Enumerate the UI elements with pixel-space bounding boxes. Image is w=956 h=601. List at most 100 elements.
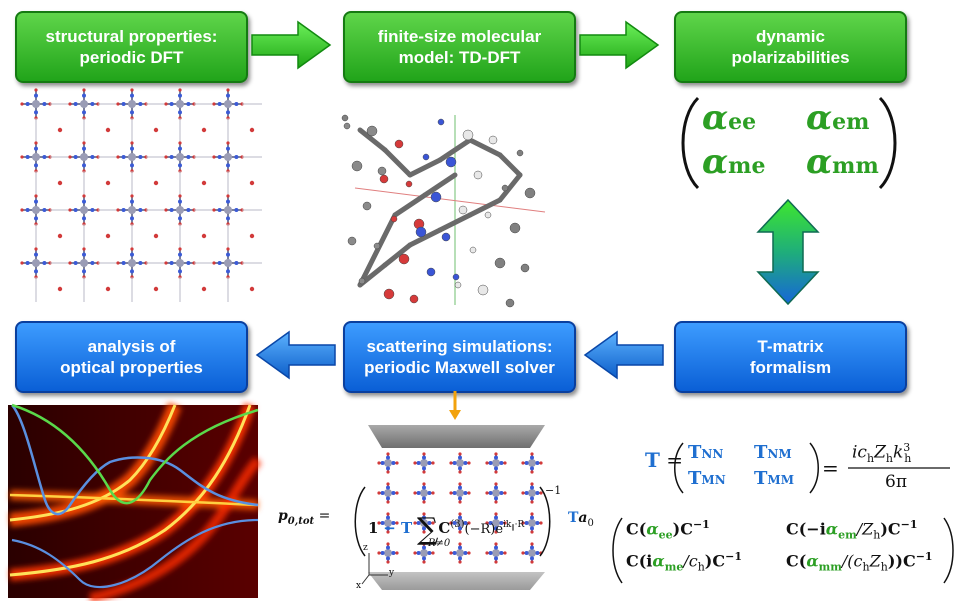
lattice-node <box>485 512 507 534</box>
subscript: NM <box>767 447 792 461</box>
axes-icon <box>361 553 388 585</box>
subscript: h <box>880 560 888 574</box>
superscript: −1 <box>900 518 918 531</box>
arrow-right-icon <box>251 20 332 70</box>
block-r2c2: C(αmm/(chZh))C−1 <box>786 550 933 574</box>
prefactor-numerator: ichZhk3h <box>852 441 912 466</box>
t-matrix-box: T-matrix formalism <box>674 321 907 393</box>
subscript: ee <box>728 109 757 135</box>
box-line: T-matrix <box>757 337 824 356</box>
periodic-slab-image <box>368 425 545 590</box>
equals-sign: = <box>822 456 839 480</box>
alpha: α <box>646 519 659 539</box>
box-line: scattering simulations: <box>366 337 553 356</box>
subscript: me <box>728 153 766 179</box>
alpha: α <box>806 551 819 571</box>
box-line: dynamic <box>756 27 825 46</box>
lattice-node <box>164 88 196 120</box>
box-line: model: TD-DFT <box>398 48 521 67</box>
arrow-left-icon <box>255 330 336 380</box>
text: )C <box>672 519 693 539</box>
matrix-bracket <box>681 96 897 190</box>
subscript: mm <box>818 560 842 574</box>
subscript: ∥ <box>511 523 515 532</box>
lattice-node <box>164 141 196 173</box>
arrow-left-icon <box>583 330 664 380</box>
lattice-node <box>485 482 507 504</box>
subscript: h <box>862 560 870 574</box>
lattice-node <box>20 88 52 120</box>
double-arrow-icon <box>756 198 820 306</box>
superscript: −1 <box>725 550 742 563</box>
sum-icon: ∑ <box>416 512 439 547</box>
arrow-right-icon <box>579 20 660 70</box>
axis-y-label: y <box>389 568 395 578</box>
text: )C <box>704 551 726 571</box>
box-line: periodic Maxwell solver <box>364 358 555 377</box>
lattice-node <box>413 452 435 474</box>
t-matrix-equation: T = <box>645 448 684 472</box>
subscript: 0 <box>587 517 594 529</box>
subscript: ee <box>658 528 673 542</box>
subscript: 0,tot <box>287 515 315 527</box>
alpha: α <box>652 551 665 571</box>
t-nm: T <box>754 442 768 463</box>
lattice-node <box>212 194 244 226</box>
exponent: ik∥·R <box>503 520 524 532</box>
lattice-node <box>212 247 244 279</box>
alpha-me: α <box>702 142 729 182</box>
box-line: analysis of <box>87 337 176 356</box>
numerator-text: ic <box>852 442 867 463</box>
lattice-node <box>164 194 196 226</box>
text: ))C <box>887 551 916 571</box>
box-line: finite-size molecular <box>377 27 542 46</box>
lattice-node <box>377 452 399 474</box>
dipole-tail: Ta0 <box>568 510 594 529</box>
lattice-node <box>377 542 399 564</box>
text: /Z <box>856 519 874 539</box>
dipole-bracket <box>354 486 551 557</box>
text: C(i <box>626 551 653 571</box>
subscript: h <box>873 528 881 542</box>
lattice-node <box>377 482 399 504</box>
t-matrix-bracket <box>674 442 950 494</box>
dipole-bracket-content: 1 − T ∑C(3)(−R)eik∥·R <box>368 506 524 547</box>
subscript: em <box>832 109 870 135</box>
superscript: −1 <box>692 518 710 531</box>
block-r2c1: C(iαme/ch)C−1 <box>626 550 742 574</box>
c-symbol: C <box>438 519 451 537</box>
lattice-node <box>521 512 543 534</box>
text: Z <box>869 551 881 571</box>
lattice-node <box>68 247 100 279</box>
axis-z-label: z <box>363 543 368 553</box>
a-symbol: a <box>578 510 588 526</box>
p-symbol: p <box>278 508 288 524</box>
sum-subscript: R≠0 <box>428 538 451 549</box>
dipole-equation: p0,tot = <box>278 508 331 527</box>
text: )C <box>880 519 901 539</box>
lattice-node <box>377 512 399 534</box>
lattice-node <box>68 141 100 173</box>
subscript: em <box>838 528 857 542</box>
block-r1c1: C(αee)C−1 <box>626 518 710 542</box>
lattice-node <box>212 141 244 173</box>
box-line: polarizabilities <box>731 48 850 67</box>
subscript: MN <box>701 473 726 487</box>
lattice-node <box>521 452 543 474</box>
lattice-node <box>485 452 507 474</box>
subscript: h <box>697 560 705 574</box>
subscript: NN <box>701 447 724 461</box>
lattice-node <box>413 482 435 504</box>
t-nn: T <box>688 442 702 463</box>
text: C( <box>626 519 647 539</box>
alpha-ee: α <box>702 98 729 138</box>
text: C( <box>786 551 807 571</box>
prefactor-denominator: 6π <box>885 472 907 492</box>
lattice-node <box>449 512 471 534</box>
lattice-node <box>164 247 196 279</box>
lattice-node <box>449 482 471 504</box>
crystal-lattice-image <box>20 88 262 302</box>
molecular-model-image <box>341 114 546 308</box>
lattice-node <box>20 194 52 226</box>
